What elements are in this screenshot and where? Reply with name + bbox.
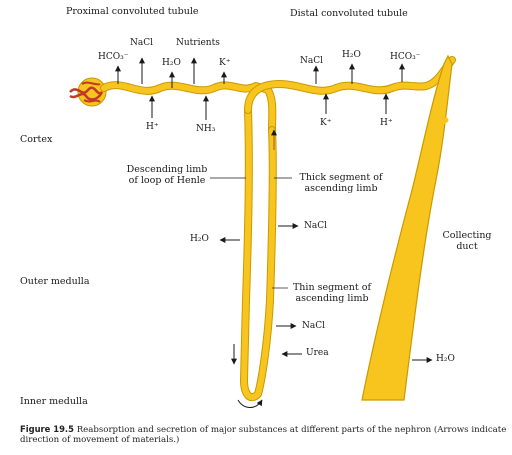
proximal-tubule-heading: Proximal convoluted tubule bbox=[66, 6, 199, 17]
pct-h2o: H₂O bbox=[162, 58, 181, 68]
dct-h2o: H₂O bbox=[342, 50, 361, 60]
pct-nacl: NaCl bbox=[130, 38, 154, 48]
pct-hco3: HCO₃⁻ bbox=[98, 52, 129, 62]
urea-label: Urea bbox=[306, 348, 329, 358]
figure-caption: Figure 19.5 Reabsorption and secretion o… bbox=[20, 424, 508, 445]
thick-segment-label: Thick segment of ascending limb bbox=[299, 172, 383, 194]
dct-h: H⁺ bbox=[380, 118, 393, 128]
collecting-duct-branch bbox=[427, 117, 449, 133]
dct-k: K⁺ bbox=[320, 118, 332, 128]
pct-arrows bbox=[115, 57, 227, 120]
thin-segment-label: Thin segment of ascending limb bbox=[292, 282, 372, 304]
descending-limb-label: Descending limb of loop of Henle bbox=[126, 164, 208, 186]
zone-outer-medulla: Outer medulla bbox=[20, 276, 90, 287]
glomerulus bbox=[69, 77, 107, 107]
dct-arrows bbox=[313, 63, 405, 114]
pct-nh3: NH₃ bbox=[196, 124, 216, 134]
dct-hco3: HCO₃⁻ bbox=[390, 52, 421, 62]
distal-tubule-heading: Distal convoluted tubule bbox=[290, 8, 408, 19]
dct-nacl: NaCl bbox=[300, 56, 324, 66]
cd-h2o: H₂O bbox=[436, 354, 455, 364]
thin-nacl: NaCl bbox=[302, 321, 326, 331]
leader-lines bbox=[210, 177, 292, 289]
figure-number: Figure 19.5 bbox=[20, 424, 74, 434]
loop-arrows bbox=[219, 129, 433, 408]
collecting-duct-label: Collecting duct bbox=[442, 230, 492, 252]
collecting-duct bbox=[361, 54, 453, 401]
figure-caption-text: Reabsorption and secretion of major subs… bbox=[20, 425, 507, 445]
thick-nacl: NaCl bbox=[304, 221, 328, 231]
pct-nutrients: Nutrients bbox=[176, 38, 220, 48]
zone-inner-medulla: Inner medulla bbox=[20, 396, 88, 407]
zone-cortex: Cortex bbox=[20, 134, 53, 145]
pct-k: K⁺ bbox=[219, 58, 231, 68]
pct-h: H⁺ bbox=[146, 122, 159, 132]
loop-h2o: H₂O bbox=[190, 234, 209, 244]
